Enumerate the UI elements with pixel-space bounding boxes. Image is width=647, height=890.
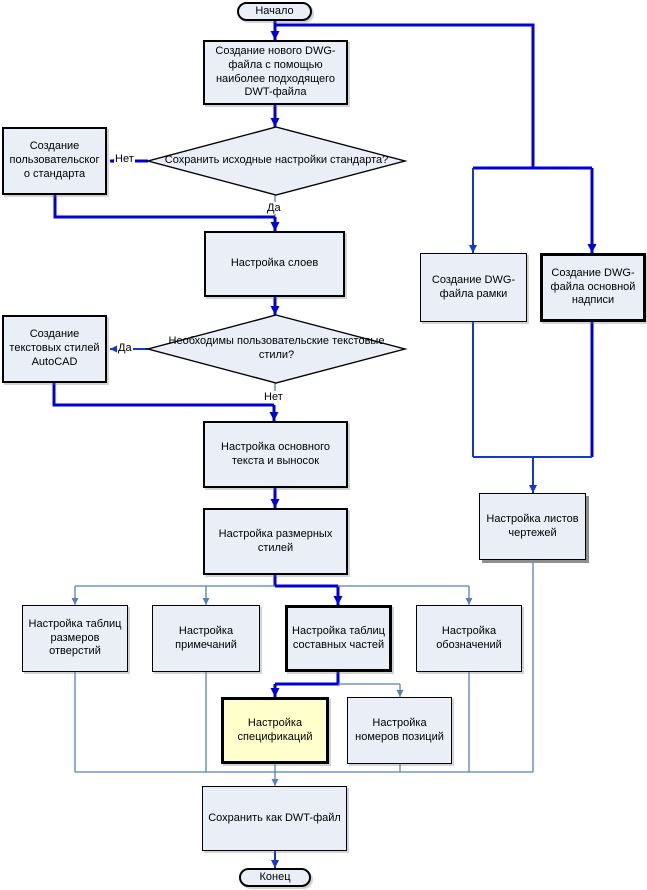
process-main-text-setup: Настройка основного текста и выносок bbox=[203, 421, 348, 488]
process-dim-styles-setup: Настройка размерных стилей bbox=[203, 508, 348, 575]
start-label: Начало bbox=[255, 4, 294, 17]
process-label: Настройка слоев bbox=[230, 257, 319, 270]
decision-diamond-text-styles bbox=[145, 314, 408, 384]
process-frame-dwg: Создание DWG-файла рамки bbox=[420, 253, 527, 322]
edge-label-yes-1: Да bbox=[266, 202, 282, 215]
process-parts-tables-setup: Настройка таблиц составных частей bbox=[285, 605, 392, 672]
process-save-dwt: Сохранить как DWT-файл bbox=[202, 786, 347, 851]
process-notes-setup: Настройка примечаний bbox=[152, 605, 260, 672]
process-label: Создание DWG-файла рамки bbox=[431, 273, 516, 300]
process-label: Настройка основного текста и выносок bbox=[221, 440, 330, 467]
process-label: Настройка примечаний bbox=[175, 624, 237, 651]
process-symbols-setup: Настройка обозначений bbox=[416, 605, 522, 672]
process-label: Создание текстовых стилей AutoCAD bbox=[9, 328, 100, 368]
process-create-text-styles: Создание текстовых стилей AutoCAD bbox=[2, 315, 107, 383]
process-label: Настройка обозначений bbox=[436, 624, 502, 651]
process-label: Настройка номеров позиций bbox=[355, 716, 444, 743]
process-titleblock-dwg: Создание DWG-файла основной надписи bbox=[540, 253, 646, 322]
process-label: Создание пользовательского стандарта bbox=[9, 140, 100, 180]
process-label: Настройка листов чертежей bbox=[486, 512, 579, 539]
process-spec-setup: Настройка спецификаций bbox=[221, 697, 329, 764]
process-label: Настройка спецификаций bbox=[237, 716, 313, 743]
process-label: Создание DWG-файла основной надписи bbox=[550, 266, 636, 307]
decision-label: Сохранить исходные настройки стандарта? bbox=[164, 154, 389, 167]
end-label: Конец bbox=[259, 870, 291, 883]
process-label: Настройка размерных стилей bbox=[218, 527, 333, 554]
edge-label-yes-2: Да bbox=[117, 342, 133, 355]
edge-label-no-2: Нет bbox=[263, 391, 284, 404]
process-item-numbers-setup: Настройка номеров позиций bbox=[347, 697, 452, 764]
process-sheets-setup: Настройка листов чертежей bbox=[479, 493, 586, 560]
decision-label: Необходимы пользовательские текстовые ст… bbox=[168, 335, 385, 361]
process-layers-setup: Настройка слоев bbox=[204, 231, 345, 297]
decision-text-styles-text: Необходимы пользовательские текстовые ст… bbox=[160, 325, 393, 373]
process-create-dwg-file: Создание нового DWG-файла с помощью наиб… bbox=[203, 40, 348, 105]
process-create-user-standard: Создание пользовательского стандарта bbox=[2, 127, 107, 195]
process-label: Создание нового DWG-файла с помощью наиб… bbox=[215, 45, 336, 99]
decision-keep-standard-text: Сохранить исходные настройки стандарта? bbox=[160, 137, 393, 185]
edge-label-no-1: Нет bbox=[114, 153, 135, 166]
process-label: Настройка таблиц размеров отверстий bbox=[28, 617, 122, 658]
process-hole-tables-setup: Настройка таблиц размеров отверстий bbox=[22, 605, 128, 672]
process-label: Сохранить как DWT-файл bbox=[208, 811, 341, 824]
process-label: Настройка таблиц составных частей bbox=[292, 624, 385, 651]
end-terminator: Конец bbox=[239, 868, 311, 887]
start-terminator: Начало bbox=[237, 2, 312, 21]
decision-diamond-keep-standard bbox=[145, 126, 408, 196]
